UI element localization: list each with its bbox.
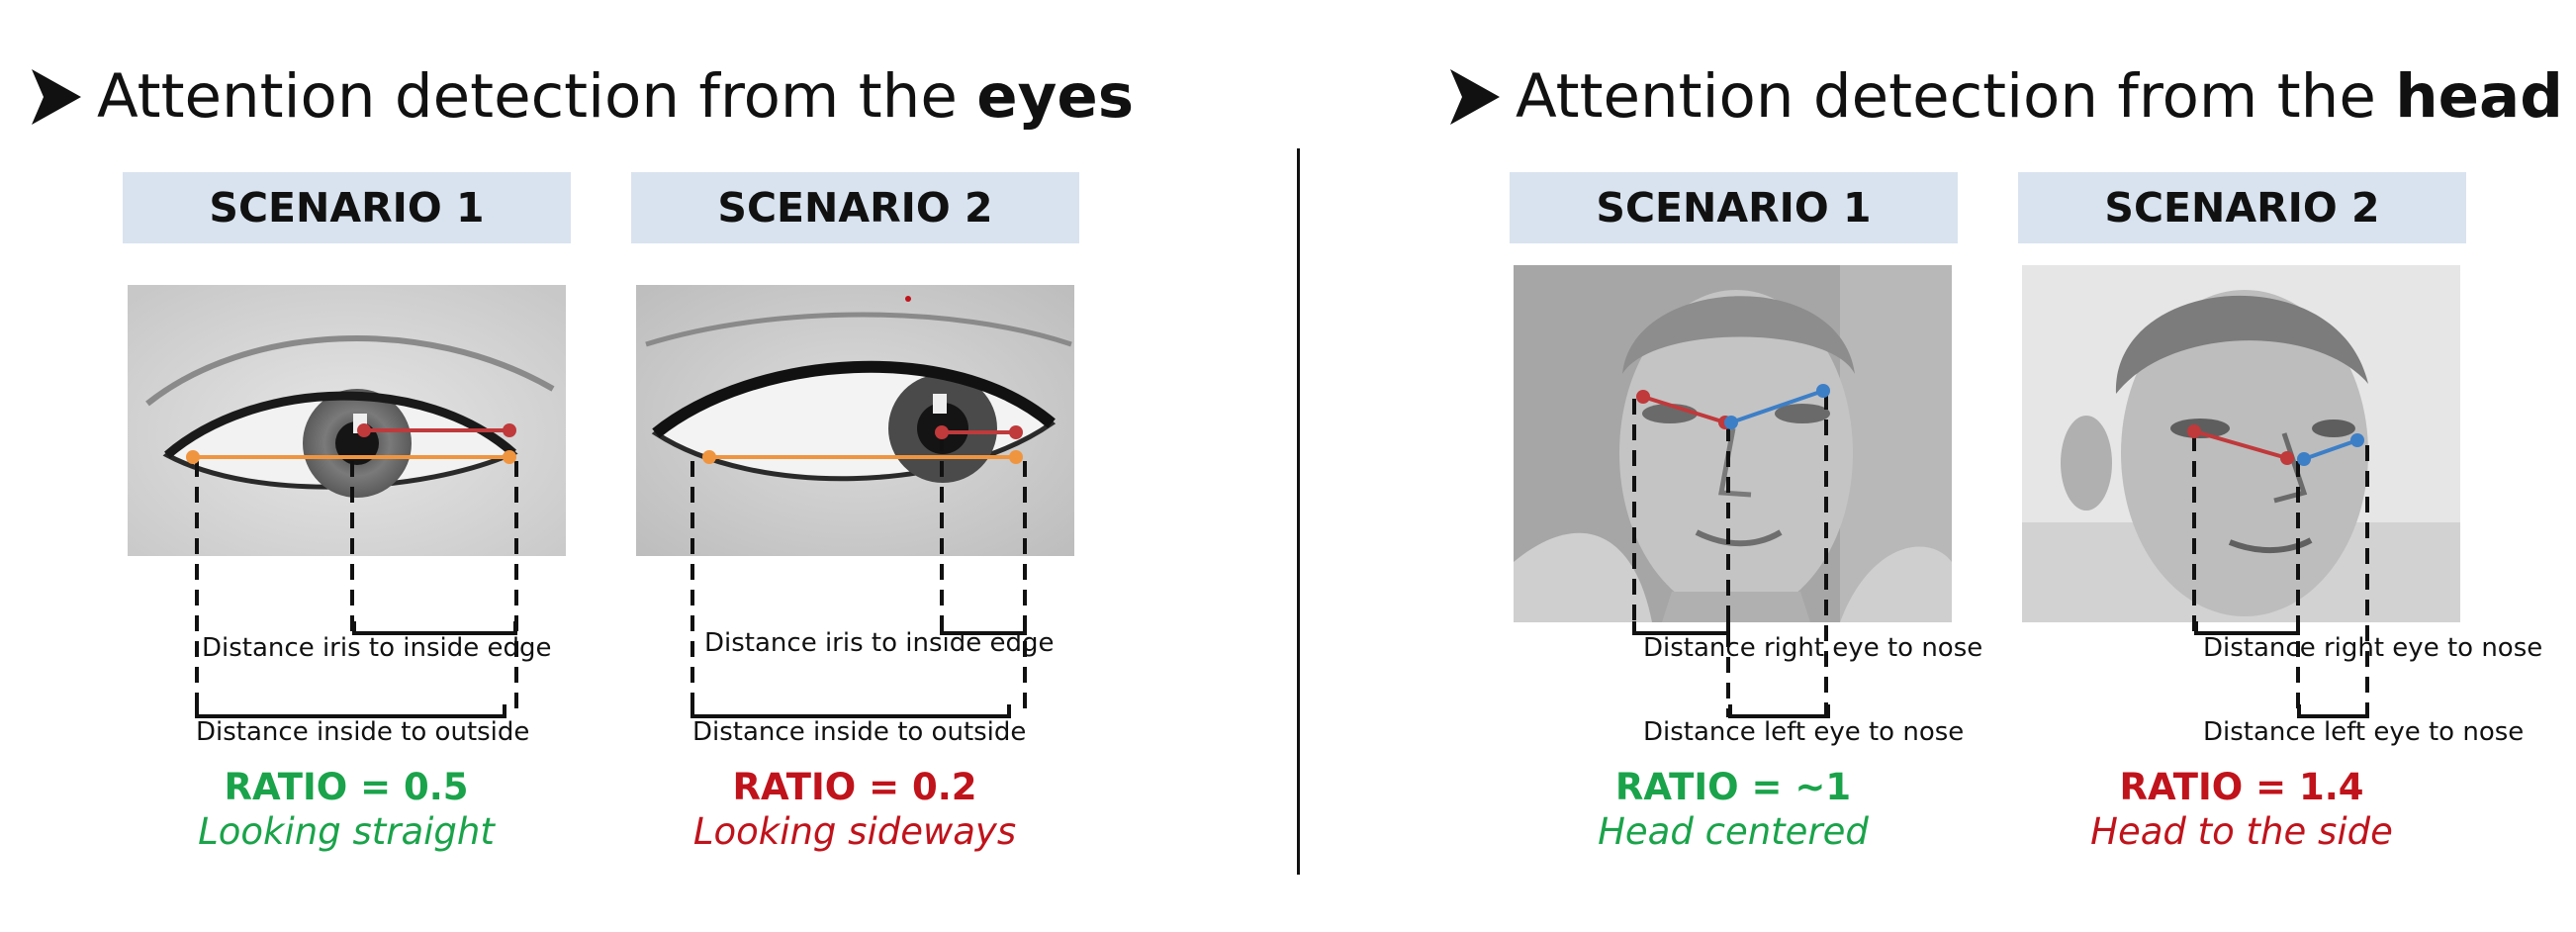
eyes-scenario1-ratio: RATIO = 0.5 <box>224 766 469 808</box>
arrow-bullet-icon <box>1450 69 1500 125</box>
right-title: Attention detection from the head <box>1516 61 2563 132</box>
left-title: Attention detection from the eyes <box>97 61 1135 132</box>
eyes-scenario2-interpretation: Looking sideways <box>692 810 1017 853</box>
eyes-scenario2-ratio: RATIO = 0.2 <box>732 766 977 808</box>
section-divider <box>1297 148 1300 875</box>
face-image-centered <box>1514 265 1952 622</box>
eye-image-sideways <box>636 285 1074 556</box>
head-scenario1-ratio: RATIO = ~1 <box>1614 766 1852 808</box>
head-scenario1-header: SCENARIO 1 <box>1510 172 1958 243</box>
arrow-bullet-icon <box>32 69 81 125</box>
eye1-iris-edge-label: Distance iris to inside edge <box>202 633 552 663</box>
eyes-scenario1-interpretation: Looking straight <box>198 810 495 853</box>
eye1-inside-outside-label: Distance inside to outside <box>196 717 530 747</box>
eye2-iris-edge-label: Distance iris to inside edge <box>704 628 1055 658</box>
eye-image-straight <box>128 285 566 556</box>
head-scenario1-interpretation: Head centered <box>1598 810 1869 853</box>
eyes-scenario2-header: SCENARIO 2 <box>631 172 1079 243</box>
head-scenario2-ratio: RATIO = 1.4 <box>2119 766 2364 808</box>
face1-left-eye-nose-label: Distance left eye to nose <box>1643 717 1965 747</box>
face2-right-eye-nose-label: Distance right eye to nose <box>2203 633 2543 663</box>
eye2-inside-outside-label: Distance inside to outside <box>692 717 1027 747</box>
head-scenario2-header: SCENARIO 2 <box>2018 172 2466 243</box>
face1-right-eye-nose-label: Distance right eye to nose <box>1643 633 1983 663</box>
face-image-side <box>2022 265 2460 622</box>
face2-left-eye-nose-label: Distance left eye to nose <box>2203 717 2525 747</box>
head-scenario2-interpretation: Head to the side <box>2090 810 2393 853</box>
eyes-scenario1-header: SCENARIO 1 <box>123 172 571 243</box>
